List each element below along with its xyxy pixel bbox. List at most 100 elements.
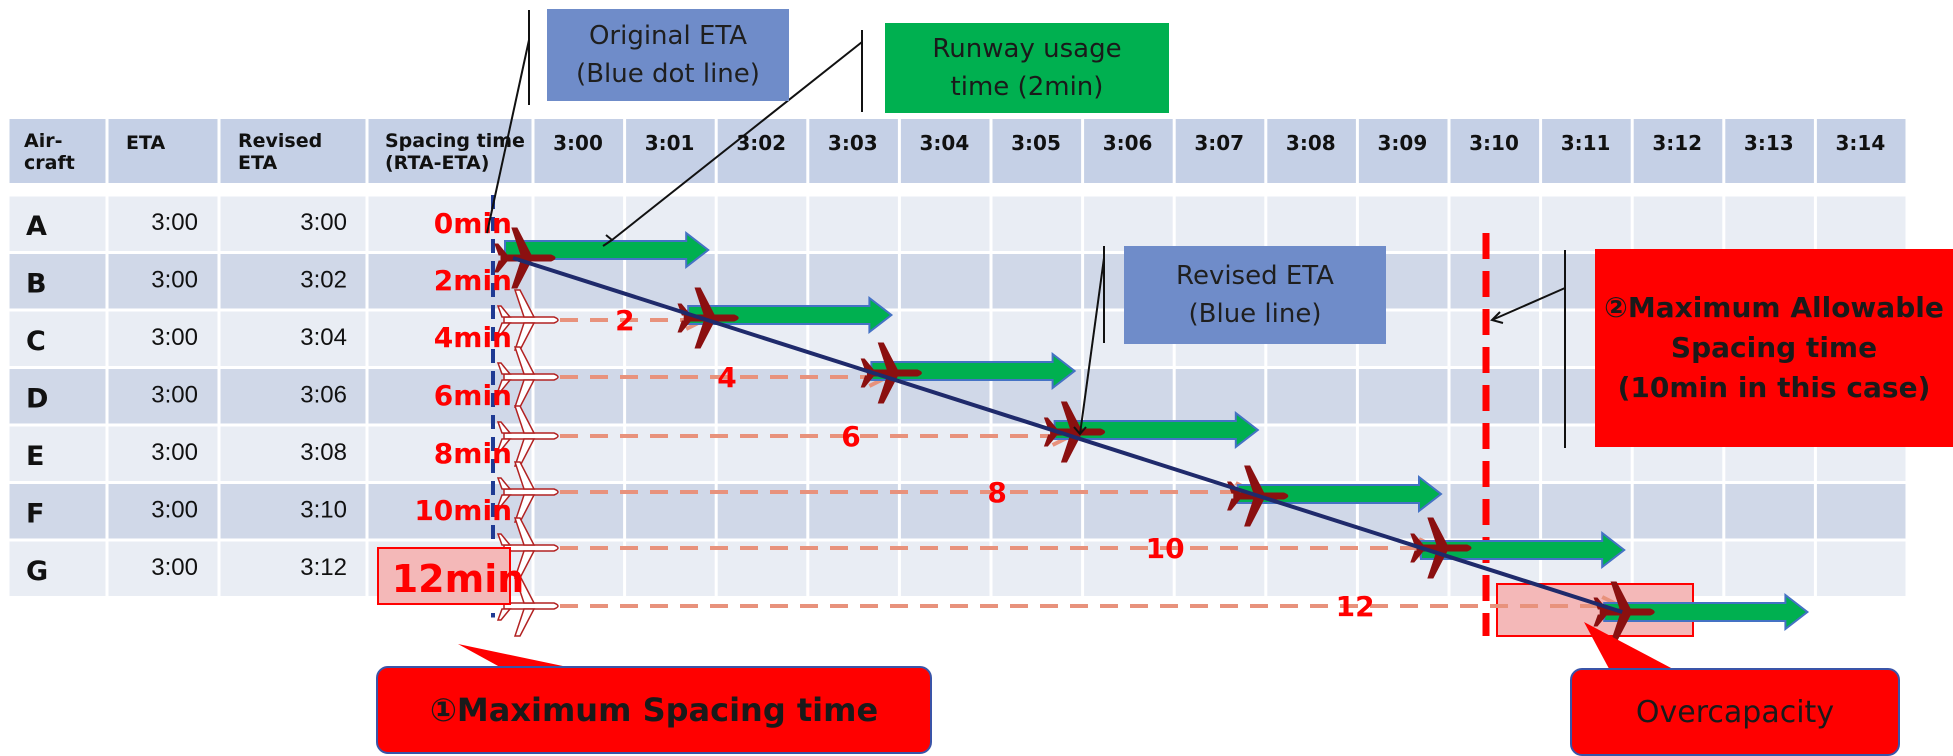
max-spacing-label: ①Maximum Spacing time <box>376 666 932 754</box>
spacing-time-label-max: 12min <box>392 557 525 601</box>
airplane-wing-lower <box>1427 550 1448 579</box>
spacing-time-label: 6min <box>434 379 512 412</box>
airplane-wing-lower <box>1244 498 1265 527</box>
overcapacity-label: Overcapacity <box>1570 668 1900 756</box>
header-time-300: 3:00 <box>553 131 603 155</box>
header-time-304: 3:04 <box>920 131 970 155</box>
spacing-time-label: 4min <box>434 321 512 354</box>
table-row <box>8 195 1907 253</box>
header-time-306: 3:06 <box>1103 131 1153 155</box>
airplane-wing-upper <box>513 405 536 434</box>
cell-eta: 3:00 <box>151 439 198 466</box>
airplane-tail-lower <box>496 438 512 451</box>
airplane-fuselage <box>500 254 556 262</box>
header-time-314: 3:14 <box>1836 131 1886 155</box>
ghost-airplane-icon <box>496 461 559 523</box>
runway-arrow-icon <box>1236 474 1443 514</box>
cell-eta: 3:00 <box>151 497 198 524</box>
max-allowable-leader-head <box>1490 311 1504 324</box>
gap-label: 12 <box>1336 590 1375 623</box>
airplane-wing-lower <box>513 438 536 467</box>
revised-eta-line <box>512 256 1623 614</box>
cell-revised-eta: 3:06 <box>300 382 347 409</box>
cell-eta: 3:00 <box>151 324 198 351</box>
runway-arrow-icon <box>1603 592 1810 632</box>
airplane-tail-lower <box>496 608 512 621</box>
cell-aircraft: F <box>26 499 44 530</box>
cell-aircraft: D <box>26 384 48 415</box>
header-spacing-time: Spacing time(RTA-ETA) <box>385 130 525 174</box>
airplane-wing-upper <box>1427 517 1448 546</box>
airplane-icon <box>1410 517 1472 579</box>
airplane-fuselage <box>503 432 559 440</box>
airplane-wing-lower <box>513 608 536 637</box>
airplane-tail-upper <box>496 421 512 434</box>
airplane-tail-lower <box>677 320 692 333</box>
spacing-time-label: 8min <box>434 437 512 470</box>
header-time-307: 3:07 <box>1194 131 1244 155</box>
cell-aircraft: C <box>26 326 46 357</box>
cell-revised-eta: 3:12 <box>300 554 347 581</box>
cell-eta: 3:00 <box>151 267 198 294</box>
cell-aircraft: A <box>26 211 47 242</box>
header-eta: ETA <box>126 132 165 154</box>
airplane-fuselage <box>503 602 559 610</box>
airplane-tail-upper <box>496 533 512 546</box>
ghost-airplane-icon <box>496 289 559 351</box>
airplane-wing-upper <box>1060 401 1082 430</box>
airplane-fuselage <box>503 488 559 496</box>
max-spacing-text: ①Maximum Spacing time <box>429 691 879 729</box>
airplane-fuselage <box>503 316 559 324</box>
header-time-301: 3:01 <box>645 131 695 155</box>
airplane-wing-upper <box>513 461 536 490</box>
airplane-wing-upper <box>513 517 536 546</box>
table-row <box>8 252 1907 310</box>
airplane-wing-upper <box>1244 465 1265 494</box>
revised-eta-leader-head <box>1073 426 1087 436</box>
airplane-fuselage <box>503 373 559 381</box>
runway-usage-callout: Runway usage time (2min) <box>885 23 1169 113</box>
cell-aircraft: B <box>26 269 47 300</box>
runway-usage-leader <box>611 41 863 241</box>
gap-label: 4 <box>717 361 736 394</box>
airplane-wing-upper <box>1610 581 1632 610</box>
header-time-313: 3:13 <box>1744 131 1794 155</box>
max-allowable-callout: ②Maximum Allowable Spacing time (10min i… <box>1595 249 1953 447</box>
airplane-wing-upper <box>513 346 536 375</box>
airplane-wing-upper <box>513 289 536 318</box>
runway-usage-leader-head <box>602 234 614 247</box>
gap-label: 6 <box>841 420 860 453</box>
overcapacity-text: Overcapacity <box>1635 694 1835 730</box>
original-eta-leader <box>486 39 530 234</box>
header-time-312: 3:12 <box>1652 131 1702 155</box>
table-header-band <box>8 119 1907 187</box>
airplane-tail-upper <box>496 305 512 318</box>
spacing-time-label: 10min <box>414 494 512 527</box>
table-row <box>8 310 1907 368</box>
cell-eta: 3:00 <box>151 554 198 581</box>
airplane-tail-lower <box>1593 614 1608 627</box>
airplane-tail-lower <box>494 260 509 273</box>
header-time-305: 3:05 <box>1011 131 1061 155</box>
airplane-tail-lower <box>1227 498 1241 511</box>
airplane-tail-upper <box>496 477 512 490</box>
header-time-308: 3:08 <box>1286 131 1336 155</box>
cell-revised-eta: 3:10 <box>300 497 347 524</box>
ghost-airplane-icon <box>496 346 559 408</box>
airplane-fuselage <box>503 544 559 552</box>
revised-eta-leader <box>1079 257 1105 435</box>
header-aircraft: Air-craft <box>24 130 75 174</box>
cell-aircraft: E <box>26 441 44 472</box>
revised-eta-callout: Revised ETA (Blue line) <box>1124 246 1386 344</box>
original-eta-callout: Original ETA (Blue dot line) <box>547 9 789 101</box>
airplane-wing-upper <box>694 287 716 316</box>
airplane-tail-lower <box>1410 550 1425 563</box>
spacing-time-label: 2min <box>434 264 512 297</box>
header-time-309: 3:09 <box>1378 131 1428 155</box>
gap-label: 8 <box>987 476 1006 509</box>
cell-revised-eta: 3:04 <box>300 324 347 351</box>
